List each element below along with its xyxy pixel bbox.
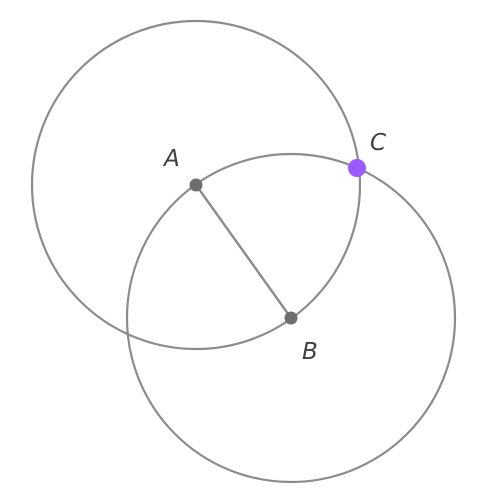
point-c[interactable] bbox=[348, 159, 366, 177]
circle-center-a bbox=[30, 19, 362, 351]
segment-ab bbox=[194, 183, 293, 320]
point-b[interactable] bbox=[284, 311, 298, 325]
circle-center-b bbox=[125, 152, 457, 484]
label-a: A bbox=[162, 146, 180, 172]
label-b: B bbox=[302, 339, 318, 365]
point-a[interactable] bbox=[189, 178, 203, 192]
label-c: C bbox=[370, 130, 386, 156]
